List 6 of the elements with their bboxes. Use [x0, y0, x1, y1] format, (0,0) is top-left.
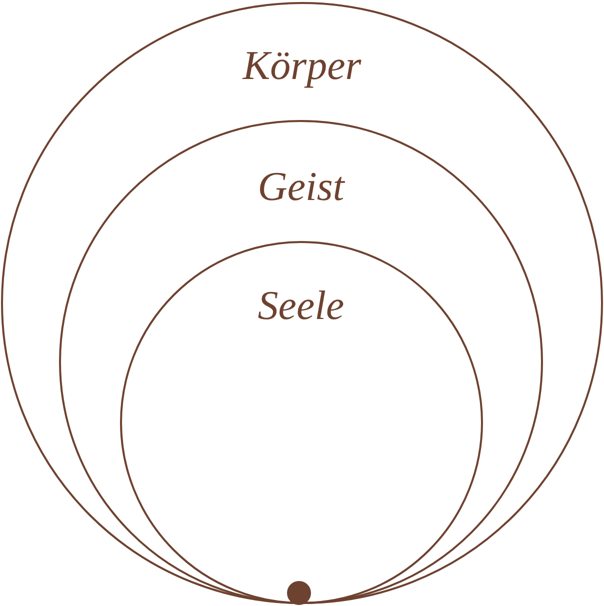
middle-circle — [59, 120, 543, 604]
circle-label: Körper — [242, 42, 362, 88]
circle-label: Geist — [258, 163, 344, 209]
inner-circle — [120, 241, 482, 604]
circle-label: Seele — [258, 282, 344, 328]
dot-icon — [287, 581, 311, 605]
